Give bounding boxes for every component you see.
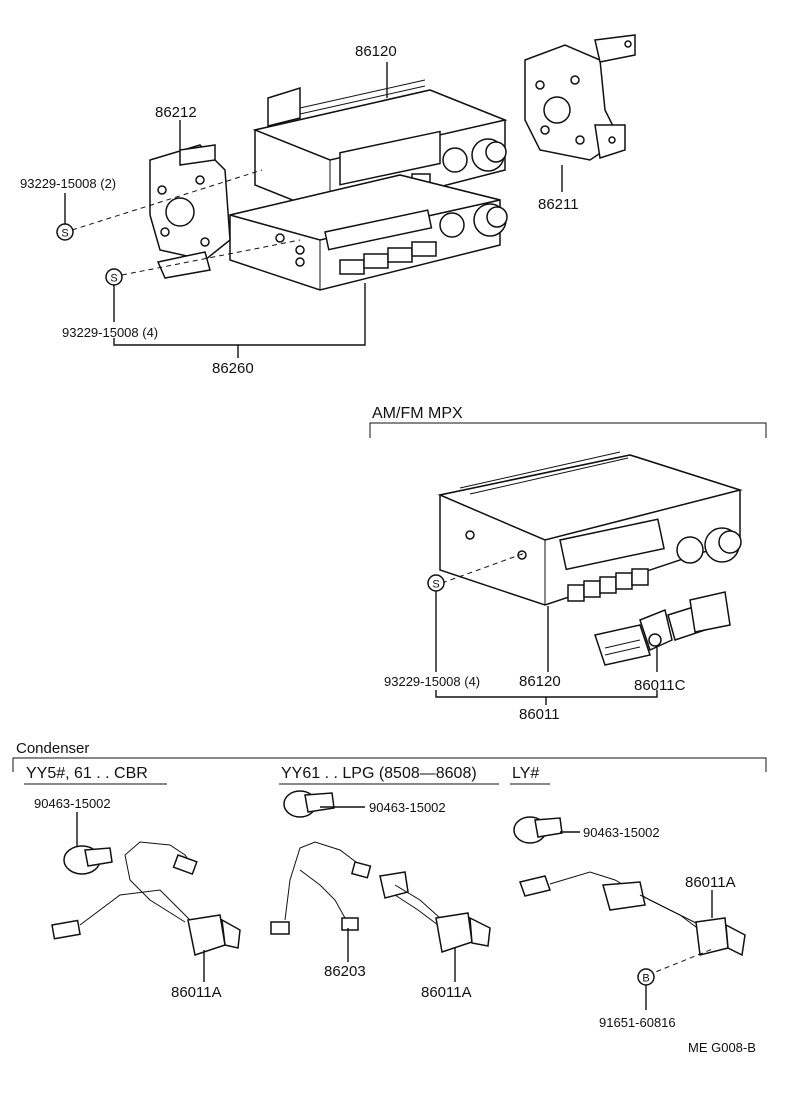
label-clamp-ly: 90463-15002 (583, 825, 660, 840)
section-lpg-parts (270, 790, 491, 953)
left-bracket (149, 144, 231, 279)
dashed-screw-upper (71, 169, 263, 231)
label-screw-upper: 93229-15008 (2) (20, 176, 116, 191)
label-screw-lower: 93229-15008 (4) (62, 325, 158, 340)
middle-group: AM/FM MPX (369, 405, 767, 723)
label-condenser-ly: 86011A (685, 874, 736, 891)
section-cbr-parts (51, 841, 241, 956)
label-condenser-lpg: 86011A (421, 984, 472, 1001)
header-bracket-am-fm (369, 422, 767, 438)
label-86120-top: 86120 (355, 43, 397, 60)
label-86011c: 86011C (634, 677, 686, 694)
header-am-fm-mpx: AM/FM MPX (372, 405, 463, 422)
top-group: S S 86120 86212 86211 93229-15008 (2) 93… (20, 34, 636, 377)
label-clamp-cbr: 90463-15002 (34, 796, 111, 811)
screw-symbol-lower: S (105, 268, 123, 286)
connector-86011c (594, 591, 731, 666)
radio-unit-mpx (437, 451, 743, 606)
label-86260: 86260 (212, 360, 254, 377)
label-wire-lpg: 86203 (324, 963, 366, 980)
bolt-symbol-ly-text: B (642, 973, 649, 985)
screw-symbol-mpx: S (427, 574, 445, 592)
section-title-cbr: YY5#, 61 . . CBR (26, 765, 148, 782)
label-86211: 86211 (538, 196, 579, 213)
screw-symbol-mpx-text: S (432, 579, 439, 591)
label-86212: 86212 (155, 104, 197, 121)
label-clamp-lpg: 90463-15002 (369, 800, 446, 815)
section-title-ly: LY# (512, 765, 539, 782)
section-title-lpg: YY61 . . LPG (8508—8608) (281, 765, 477, 782)
assembly-bracket-line (113, 283, 366, 346)
dashed-bolt-ly (647, 947, 716, 976)
screw-symbol-upper: S (56, 223, 74, 241)
dashed-screw-mpx (441, 552, 526, 584)
label-86011: 86011 (519, 706, 560, 723)
section-ly-parts (513, 816, 746, 957)
radio-unit-lower (229, 174, 508, 291)
bottom-group: Condenser YY5#, 61 . . CBR YY61 . . LPG … (12, 740, 767, 1030)
screw-symbol-upper-text: S (61, 228, 68, 240)
right-bracket (524, 34, 636, 161)
assembly-bracket-mpx (435, 690, 658, 698)
label-condenser-cbr: 86011A (171, 984, 222, 1001)
header-condenser: Condenser (16, 740, 89, 757)
bolt-symbol-ly: B (637, 968, 655, 986)
label-bolt-ly: 91651-60816 (599, 1015, 676, 1030)
dashed-screw-lower (121, 239, 301, 276)
screw-symbol-lower-text: S (110, 273, 117, 285)
header-bracket-condenser (12, 757, 767, 772)
label-86120-mpx: 86120 (519, 673, 561, 690)
label-screw-mpx: 93229-15008 (4) (384, 674, 480, 689)
footer-code: ME G008-B (688, 1040, 756, 1055)
